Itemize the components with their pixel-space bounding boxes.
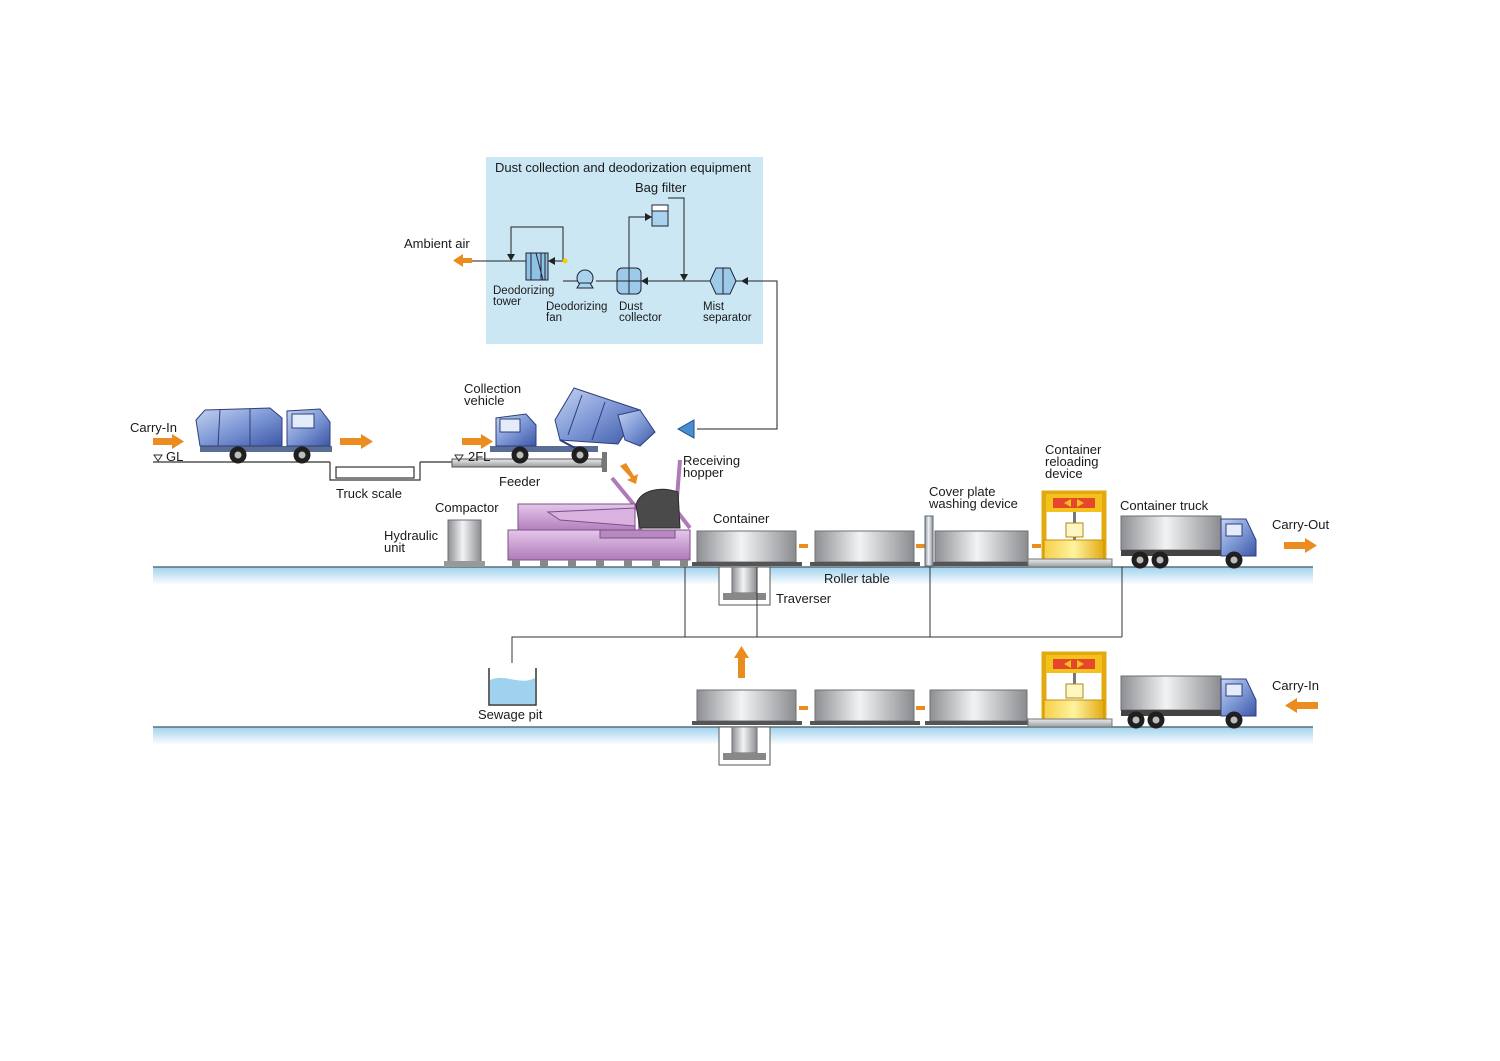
- collection-vehicle-label: Collection vehicle: [464, 381, 522, 408]
- container-truck-lower: [1120, 675, 1257, 729]
- flow-arrows: [153, 434, 1318, 713]
- container-upper-3: [934, 530, 1029, 563]
- dust-piping: [464, 197, 778, 430]
- receiving-hopper-label: Receiving hopper: [683, 453, 741, 480]
- gl-label: GL: [166, 449, 184, 464]
- cover-plate-washing-device: [924, 515, 934, 567]
- dust-collection-box: [486, 157, 763, 344]
- traverser-lower: [718, 726, 771, 766]
- sewage-pit-label: Sewage pit: [478, 707, 543, 722]
- container-upper-2: [814, 530, 915, 563]
- container-label: Container: [713, 511, 770, 526]
- truck-scale-label: Truck scale: [336, 486, 402, 501]
- carry-in-top-label: Carry-In: [130, 420, 177, 435]
- dust-box-title: Dust collection and deodorization equipm…: [495, 160, 751, 175]
- ground-line: [153, 461, 455, 481]
- roller-table-label: Roller table: [824, 571, 890, 586]
- container-reloading-device-lower: [1027, 651, 1113, 728]
- hydraulic-unit: [444, 519, 485, 567]
- deodorizing-tower-label: Deodorizing tower: [493, 285, 555, 308]
- receiving-hopper: [610, 459, 692, 530]
- container-lower-3: [929, 689, 1028, 722]
- ambient-air-label: Ambient air: [404, 236, 470, 251]
- bag-filter-icon: [651, 204, 669, 227]
- cover-plate-washing-label: Cover plate washing device: [929, 484, 1018, 511]
- deodorizing-fan-label: Deodorizing fan: [546, 301, 608, 324]
- roller-table-lower: [692, 721, 1031, 725]
- collection-vehicle-tipping: [490, 387, 656, 464]
- compactor: [507, 503, 691, 567]
- container-truck-upper: [1120, 515, 1257, 569]
- carry-in-bottom-label: Carry-In: [1272, 678, 1319, 693]
- container-upper-1: [696, 530, 797, 563]
- container-lower-1: [696, 689, 797, 722]
- drain-piping: [511, 567, 1123, 663]
- sensor-dot: [562, 258, 568, 264]
- compactor-label: Compactor: [435, 500, 499, 515]
- traverser-upper: [718, 566, 771, 606]
- collection-truck-carry-in: [195, 407, 332, 464]
- traverser-label: Traverser: [776, 591, 832, 606]
- container-reloading-label: Container reloading device: [1045, 442, 1102, 481]
- mist-separator-label: Mist separator: [703, 301, 752, 324]
- container-truck-label: Container truck: [1120, 498, 1209, 513]
- floor-2fl-label: 2FL: [468, 449, 491, 464]
- container-lower-2: [814, 689, 915, 722]
- intake-hood-icon: [676, 419, 695, 439]
- sewage-pit: [488, 668, 537, 706]
- hydraulic-unit-label: Hydraulic unit: [384, 528, 439, 555]
- roller-table-upper: [692, 562, 1030, 566]
- gl-level-icon: [153, 454, 464, 462]
- feeder-label: Feeder: [499, 474, 541, 489]
- deodorizing-fan-icon: [576, 269, 594, 289]
- bag-filter-label: Bag filter: [635, 180, 687, 195]
- dust-collector-label: Dust collector: [619, 301, 662, 324]
- dust-collector-icon: [616, 267, 642, 295]
- ambient-air-arrow: [453, 254, 472, 267]
- container-reloading-device-upper: [1027, 490, 1113, 568]
- piping-arrowheads: [507, 213, 748, 285]
- carry-out-label: Carry-Out: [1272, 517, 1330, 532]
- mist-separator-icon: [709, 267, 737, 295]
- deodorizing-tower-icon: [525, 252, 549, 281]
